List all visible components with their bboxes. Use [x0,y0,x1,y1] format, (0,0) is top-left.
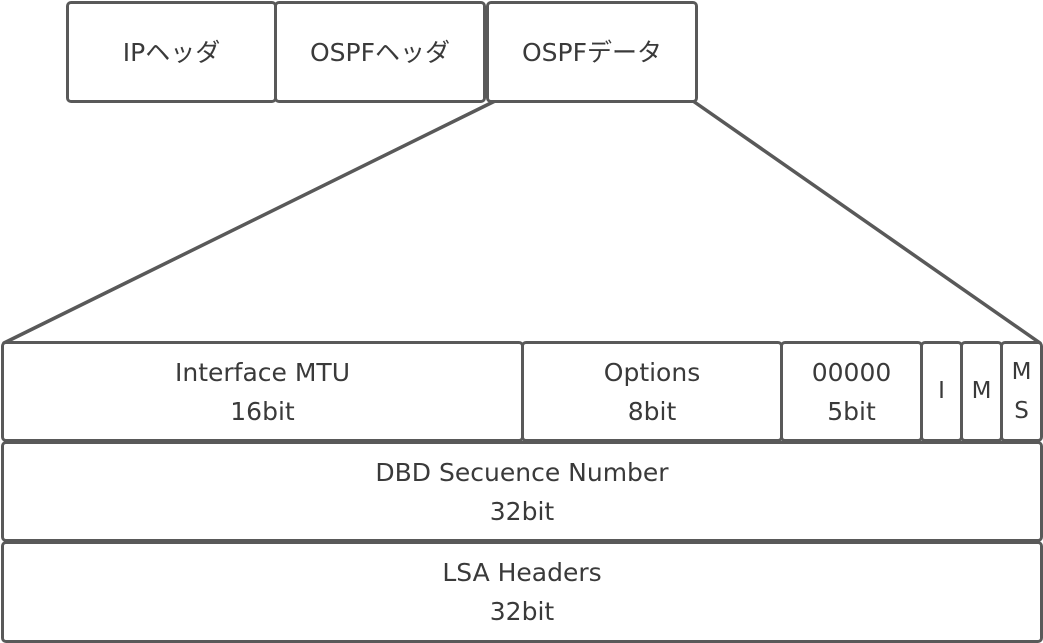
dbd-sequence-number-field: DBD Secuence Number 32bit [1,441,1043,542]
ip-header-box: IPヘッダ [66,1,277,103]
reserved-bits-value: 00000 [811,357,892,387]
ospf-header-box: OSPFヘッダ [274,1,486,103]
options-field: Options 8bit [521,341,783,442]
lsa-headers-field: LSA Headers 32bit [1,541,1043,643]
interface-mtu-field: Interface MTU 16bit [1,341,524,442]
m-flag-field: M [960,341,1003,442]
ospf-header-label: OSPFヘッダ [309,37,450,67]
i-flag-field: I [920,341,963,442]
interface-mtu-name: Interface MTU [174,357,350,387]
ms-flag-label-line2: S [1014,397,1029,424]
expansion-line-right [691,99,1042,345]
lsa-headers-name: LSA Headers [442,558,602,587]
reserved-bits-size: 5bit [827,396,876,426]
ospf-data-label: OSPFデータ [521,37,662,67]
options-size: 8bit [627,396,677,426]
ms-flag-label-line1: M [1011,358,1032,385]
lsa-headers-size: 32bit [489,597,555,626]
interface-mtu-size: 16bit [230,396,295,426]
m-flag-label: M [971,378,992,404]
dbd-sequence-number-name: DBD Secuence Number [375,457,669,487]
ip-header-label: IPヘッダ [122,37,221,67]
ms-flag-field: M S [1000,341,1043,442]
i-flag-label: I [938,378,945,404]
options-name: Options [603,357,701,387]
ospf-data-box: OSPFデータ [486,1,698,103]
dbd-sequence-number-size: 32bit [489,496,555,526]
expansion-line-left [2,99,497,345]
reserved-bits-field: 00000 5bit [780,341,923,442]
